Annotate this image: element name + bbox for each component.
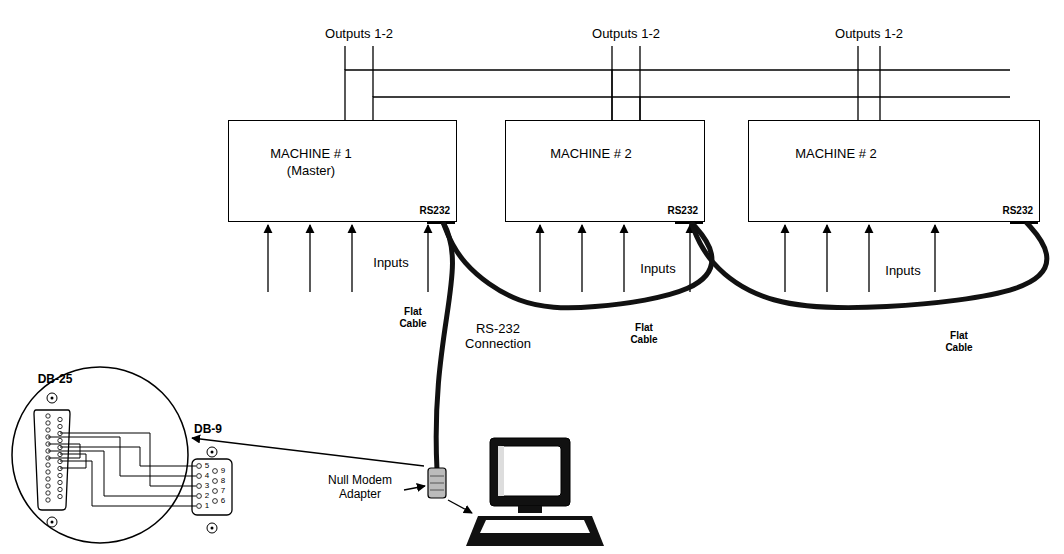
machine-box: MACHINE # 1 (Master) RS232 bbox=[228, 120, 457, 222]
pin-number: 4 bbox=[202, 471, 212, 480]
pin-number: 1 bbox=[202, 501, 212, 510]
machine-name: MACHINE # 2 bbox=[776, 145, 896, 162]
output-bus bbox=[612, 70, 858, 120]
pin-number: 5 bbox=[202, 461, 212, 470]
flat-cable bbox=[691, 222, 1047, 308]
connector-name: DB-9 bbox=[186, 423, 230, 437]
pin-number: 7 bbox=[218, 486, 228, 495]
machine-name: MACHINE # 2 bbox=[531, 145, 651, 162]
pc-cable bbox=[436, 222, 452, 470]
null-modem-adapter bbox=[428, 468, 446, 498]
output-bus bbox=[640, 97, 880, 120]
flat-cable bbox=[443, 222, 712, 308]
callout-label: Outputs 1-2 bbox=[319, 27, 399, 42]
computer bbox=[466, 438, 604, 546]
output-bus bbox=[373, 97, 640, 120]
callout-label: RS-232 Connection bbox=[458, 322, 538, 352]
pin-number: 2 bbox=[202, 491, 212, 500]
machine-box: MACHINE # 2 RS232 bbox=[505, 120, 705, 222]
port-label: RS232 bbox=[419, 205, 450, 216]
callout-label: Inputs bbox=[370, 256, 412, 271]
callout-label: Flat Cable bbox=[394, 306, 432, 329]
callout-label: Inputs bbox=[882, 264, 924, 279]
machine-name: MACHINE # 1 (Master) bbox=[251, 145, 371, 179]
pin-number: 9 bbox=[218, 466, 228, 475]
port-label: RS232 bbox=[667, 205, 698, 216]
pointer-arrows bbox=[192, 438, 472, 513]
cable-label: Flat Cable bbox=[935, 330, 983, 353]
callout-label: Outputs 1-2 bbox=[829, 27, 909, 42]
pin-number: 3 bbox=[202, 481, 212, 490]
machine-box: MACHINE # 2 RS232 bbox=[748, 120, 1040, 222]
pin-number: 6 bbox=[218, 496, 228, 505]
callout-label: Null Modem Adapter bbox=[318, 474, 402, 502]
callout-label: Inputs bbox=[637, 262, 679, 277]
port-label: RS232 bbox=[1002, 205, 1033, 216]
input-arrows bbox=[268, 225, 935, 292]
cable-label: Flat Cable bbox=[620, 322, 668, 345]
pin-number: 8 bbox=[218, 476, 228, 485]
output-bus bbox=[345, 70, 612, 120]
connector-detail bbox=[12, 367, 232, 543]
callout-label: Outputs 1-2 bbox=[586, 27, 666, 42]
connector-name: DB-25 bbox=[30, 373, 80, 387]
output-stubs bbox=[345, 46, 1010, 97]
